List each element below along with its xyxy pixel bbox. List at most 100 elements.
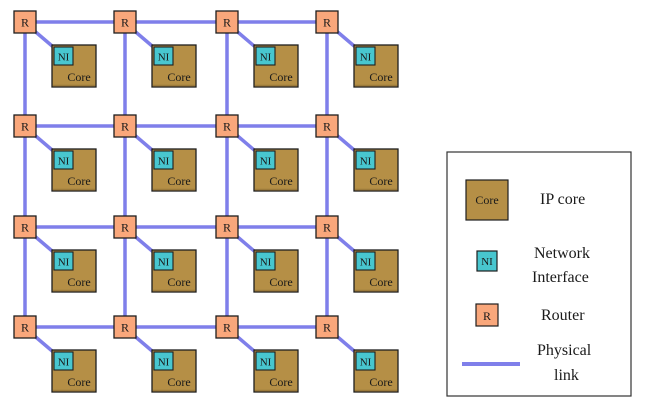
legend-interface-label: Interface [532, 269, 589, 286]
router-label: R [121, 16, 129, 30]
router: R [215, 315, 239, 339]
ni-label: NI [360, 52, 372, 64]
router-block [315, 315, 339, 339]
network-interface [255, 351, 276, 371]
ni-label: NI [58, 52, 70, 64]
legend-core-swatch-label: Core [475, 193, 498, 207]
router: R [315, 215, 339, 239]
router: R [113, 315, 137, 339]
core-label: Core [167, 275, 190, 289]
legend-link-label: link [554, 367, 579, 384]
network-interface [53, 150, 74, 170]
core-tile: NI Core [51, 349, 97, 393]
router-label: R [223, 221, 231, 235]
core-label: Core [67, 275, 90, 289]
router-label: R [21, 16, 29, 30]
core-label: Core [269, 70, 292, 84]
router-label: R [323, 321, 331, 335]
router: R [113, 10, 137, 34]
core-label: Core [369, 174, 392, 188]
core-tile: NI Core [353, 44, 399, 88]
router-block [13, 315, 37, 339]
core-tile: NI Core [353, 249, 399, 293]
network-interface [153, 150, 174, 170]
core-label: Core [269, 375, 292, 389]
router-label: R [223, 321, 231, 335]
router-block [215, 10, 239, 34]
network-interface [355, 46, 376, 66]
core-tile: NI Core [353, 349, 399, 393]
router-block [13, 10, 37, 34]
router-label: R [223, 16, 231, 30]
router: R [315, 114, 339, 138]
router: R [315, 10, 339, 34]
ni-label: NI [260, 156, 272, 168]
legend-ni-swatch [476, 250, 498, 272]
core-tile: NI Core [253, 349, 299, 393]
core-label: Core [369, 375, 392, 389]
core-label: Core [369, 70, 392, 84]
router: R [315, 315, 339, 339]
router-label: R [121, 120, 129, 134]
router: R [113, 114, 137, 138]
network-interface [53, 46, 74, 66]
network-interface [355, 251, 376, 271]
ni-label: NI [158, 357, 170, 369]
core-label: Core [269, 174, 292, 188]
router-label: R [21, 321, 29, 335]
core-tiles: NICoreNICoreNICoreNICoreNICoreNICoreNICo… [51, 44, 399, 393]
ni-label: NI [360, 156, 372, 168]
router-block [113, 10, 137, 34]
router-block [113, 114, 137, 138]
ni-label: NI [158, 156, 170, 168]
router-block [315, 10, 339, 34]
core-tile: NI Core [253, 148, 299, 192]
router: R [13, 114, 37, 138]
ni-label: NI [260, 52, 272, 64]
network-interface [153, 351, 174, 371]
ni-label: NI [260, 357, 272, 369]
ni-label: NI [360, 357, 372, 369]
router-label: R [121, 321, 129, 335]
core-label: Core [369, 275, 392, 289]
ni-label: NI [158, 52, 170, 64]
core-label: Core [167, 375, 190, 389]
legend: Core IP core NI Network Interface R Rout… [446, 151, 632, 397]
router: R [113, 215, 137, 239]
network-interface [53, 351, 74, 371]
legend-ip-core-label: IP core [540, 191, 585, 208]
network-interface [255, 150, 276, 170]
router-block [13, 114, 37, 138]
router-block [215, 215, 239, 239]
core-label: Core [67, 174, 90, 188]
legend-network-label: Network [534, 245, 590, 262]
core-tile: NI Core [151, 349, 197, 393]
core-label: Core [269, 275, 292, 289]
router: R [215, 10, 239, 34]
ni-label: NI [360, 257, 372, 269]
legend-router-swatch [475, 303, 499, 327]
router-block [13, 215, 37, 239]
router-label: R [21, 120, 29, 134]
core-label: Core [167, 70, 190, 84]
router-block [215, 315, 239, 339]
router-label: R [323, 16, 331, 30]
core-tile: NI Core [353, 148, 399, 192]
legend-physical-label: Physical [537, 342, 592, 359]
core-label: Core [67, 375, 90, 389]
network-interface [255, 46, 276, 66]
core-tile: NI Core [151, 44, 197, 88]
router-block [315, 215, 339, 239]
ni-label: NI [58, 257, 70, 269]
router: R [13, 10, 37, 34]
router: R [215, 215, 239, 239]
ni-label: NI [58, 357, 70, 369]
network-interface [153, 46, 174, 66]
